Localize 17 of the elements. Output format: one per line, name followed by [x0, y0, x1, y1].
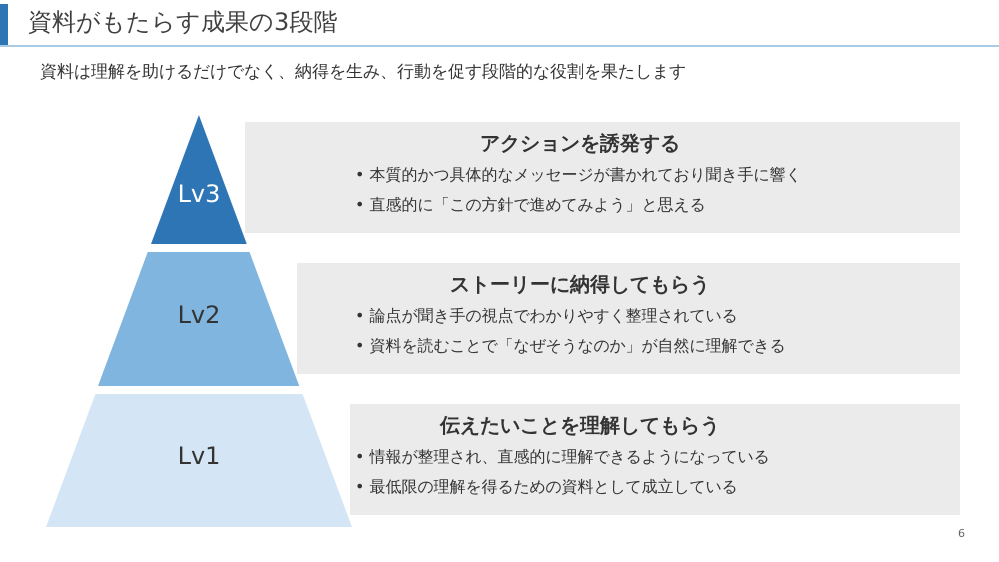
level-description-band [297, 263, 960, 374]
bullet-text: • 直感的に「この方針で進めてみよう」と思える [355, 194, 707, 216]
level-label: Lv1 [176, 441, 222, 471]
level-description-band [245, 122, 960, 233]
level-label: Lv2 [176, 300, 222, 330]
page-number: 6 [958, 527, 965, 540]
slide-title: 資料がもたらす成果の3段階 [28, 7, 338, 38]
bullet-text: • 論点が聞き手の視点でわかりやすく整理されている [355, 305, 739, 327]
level-heading: ストーリーに納得してもらう [449, 271, 711, 298]
level-heading: アクションを誘発する [479, 130, 681, 157]
level-label: Lv3 [176, 179, 222, 209]
level-heading: 伝えたいことを理解してもらう [438, 412, 721, 439]
bullet-text: • 資料を読むことで「なぜそうなのか」が自然に理解できる [355, 335, 787, 357]
subtitle: 資料は理解を助けるだけでなく、納得を生み、行動を促す段階的な役割を果たします [40, 61, 686, 83]
bullet-text: • 本質的かつ具体的なメッセージが書かれており聞き手に響く [355, 164, 803, 186]
bullet-text: • 情報が整理され、直感的に理解できるようになっている [355, 446, 771, 468]
bullet-text: • 最低限の理解を得るための資料として成立している [355, 476, 739, 498]
